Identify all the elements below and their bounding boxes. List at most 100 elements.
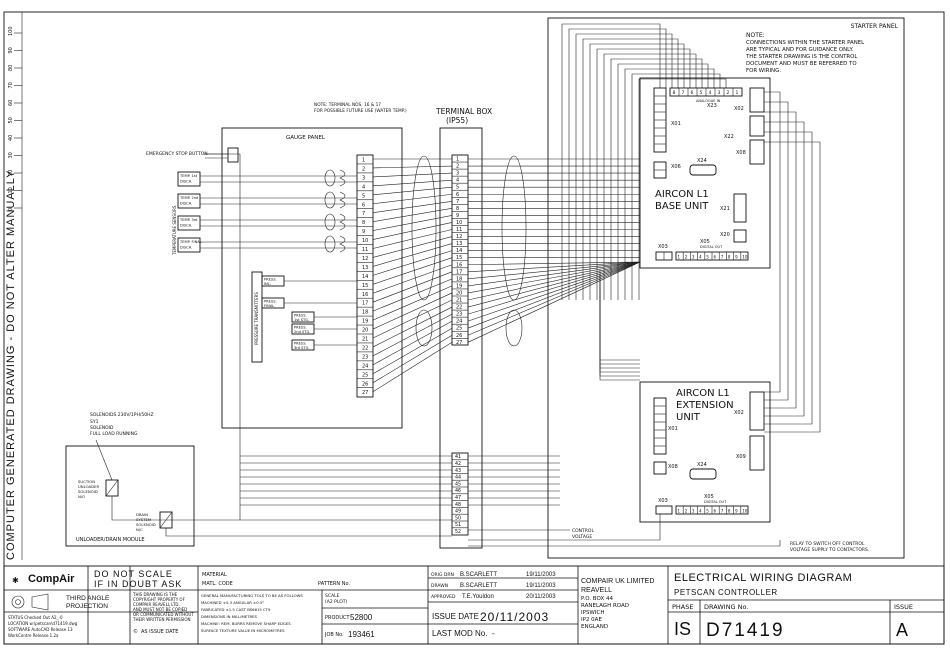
projection-cone-icon — [31, 593, 49, 611]
temp-sensor-label: TEMP. 2nd — [179, 196, 198, 200]
gp-terminal-number: 5 — [362, 193, 365, 199]
wire — [372, 257, 453, 285]
tb-terminal-number: 7 — [456, 199, 459, 205]
wire — [372, 327, 453, 375]
svg-text:X02: X02 — [734, 410, 744, 416]
svg-text:IPSWICH: IPSWICH — [581, 610, 604, 616]
x23-label: X23 — [707, 103, 717, 109]
svg-text:SOFTWARE AutoCAD Release 13: SOFTWARE AutoCAD Release 13 — [8, 627, 73, 632]
gp-terminal-number: 15 — [362, 283, 368, 289]
wire — [467, 261, 641, 308]
svg-text:P.O. BOX 44: P.O. BOX 44 — [581, 596, 613, 602]
wire — [165, 528, 452, 537]
do-not-scale: DO NOT SCALE — [94, 569, 173, 579]
svg-text:CONNECTIONS WITHIN THE STARTER: CONNECTIONS WITHIN THE STARTER PANEL — [746, 40, 864, 46]
tb-terminal-number: 24 — [456, 319, 462, 325]
if-in-doubt: IF IN DOUBT ASK — [94, 579, 182, 589]
tb-lower-number: 42 — [455, 461, 461, 467]
drawing-subtitle: PETSCAN CONTROLLER — [674, 588, 778, 597]
press-sensor-label: INL. — [264, 282, 271, 286]
temp-sensor-label: DISCH. — [180, 246, 192, 250]
tb-lower-number: 43 — [455, 468, 461, 474]
wire — [372, 250, 453, 276]
tb-terminal-number: 19 — [456, 283, 462, 289]
ext-unit-subtitle2: UNIT — [676, 412, 701, 423]
third-angle: THIRD ANGLE — [66, 595, 110, 602]
wire — [468, 540, 781, 547]
x23-terminal: 1 — [736, 90, 739, 96]
wire — [467, 261, 641, 294]
control-voltage-label: CONTROL — [572, 528, 594, 534]
emergency-stop-label: EMERGENCY STOP BUTTON — [146, 151, 208, 157]
svg-text:B.SCARLETT: B.SCARLETT — [460, 583, 497, 589]
svg-text:DOCUMENT AND MUST BE REFERRED: DOCUMENT AND MUST BE REFERRED TO — [746, 61, 857, 67]
tb-terminal-number: 3 — [456, 171, 459, 177]
x05-terminal: 9 — [735, 255, 738, 260]
x24-label: X24 — [697, 158, 707, 164]
svg-text:SY1: SY1 — [90, 419, 99, 425]
svg-text:JOB No.: JOB No. — [324, 632, 344, 638]
svg-text:ENGLAND: ENGLAND — [581, 624, 608, 630]
wire — [372, 342, 453, 392]
gp-terminal-number: 4 — [362, 184, 365, 190]
wire — [764, 141, 821, 433]
x02-label: X02 — [734, 106, 744, 112]
ext-x05-terminal: 2 — [685, 509, 688, 514]
wire — [599, 278, 640, 369]
gp-terminal-number: 13 — [362, 265, 368, 271]
tb-terminal-number: 15 — [456, 255, 462, 261]
gauge-panel-title: GAUGE PANEL — [286, 135, 326, 141]
wire — [372, 278, 453, 312]
svg-text:AS ISSUE DATE: AS ISSUE DATE — [141, 629, 178, 635]
job-number: 193461 — [348, 630, 375, 639]
press-sensor-label: PRESS. — [294, 342, 307, 346]
tb-lower-number: 44 — [455, 475, 461, 481]
svg-text:SYSTEM: SYSTEM — [136, 517, 151, 522]
x23-terminal: 3 — [718, 90, 721, 96]
wire — [599, 290, 640, 381]
ext-x05-terminal: 4 — [699, 509, 702, 514]
tb-terminal-number: 16 — [456, 262, 462, 268]
press-sensor-label: 3rd STG. — [294, 346, 310, 350]
ruler-label: 80 — [8, 65, 14, 71]
gp-terminal-number: 12 — [362, 256, 368, 262]
svg-text:PATTERN No.: PATTERN No. — [318, 581, 350, 587]
ruler-label: 100 — [8, 26, 14, 36]
tb-terminal-number: 14 — [456, 248, 462, 254]
svg-text:DIGITAL OUT: DIGITAL OUT — [704, 500, 727, 504]
wire — [617, 63, 709, 300]
tb-terminal-number: 17 — [456, 269, 462, 275]
x08-label: X08 — [736, 150, 746, 156]
ruler-label: 70 — [8, 82, 14, 88]
x23-terminal: 7 — [682, 90, 685, 96]
wire — [467, 261, 641, 315]
base-unit-subtitle: BASE UNIT — [655, 201, 709, 212]
tb-terminal-number: 23 — [456, 312, 462, 318]
wire — [467, 261, 641, 336]
copyright-note: THIS DRAWING IS THE COPYRIGHT PROPERTY O… — [132, 592, 194, 622]
gp-terminal-number: 25 — [362, 372, 368, 378]
svg-text:FABRICATED ±1.5 CAST B: FABRICATED ±1.5 CAST BS6615 CT9 — [201, 607, 271, 612]
wire — [568, 28, 667, 300]
x23-terminal: 4 — [709, 90, 712, 96]
temp-sensor-label: TEMP. 1st — [179, 174, 198, 178]
terminal-note-2: FOR POSSIBLE FUTURE USE (WATER TEMP.) — [314, 108, 407, 114]
press-sensor-label: PRESS. — [264, 300, 277, 304]
gp-terminal-number: 24 — [362, 363, 368, 369]
svg-text:REAVELL: REAVELL — [581, 587, 612, 594]
wire — [764, 101, 789, 401]
wire — [467, 261, 641, 322]
svg-text:X03: X03 — [658, 498, 668, 504]
wire — [372, 299, 453, 339]
svg-text:T.E.Youldon: T.E.Youldon — [462, 594, 494, 600]
gp-terminal-number: 26 — [362, 381, 368, 387]
wire — [575, 33, 673, 300]
tb-terminal-number: 18 — [456, 276, 462, 282]
coil-winding — [339, 191, 346, 209]
tb-terminal-number: 22 — [456, 305, 462, 311]
ruler-label: 90 — [8, 47, 14, 53]
x05-terminal: 6 — [714, 255, 717, 260]
x23-sub: ANALOGUE IN — [696, 99, 721, 103]
tb-lower-number: 48 — [455, 502, 461, 508]
